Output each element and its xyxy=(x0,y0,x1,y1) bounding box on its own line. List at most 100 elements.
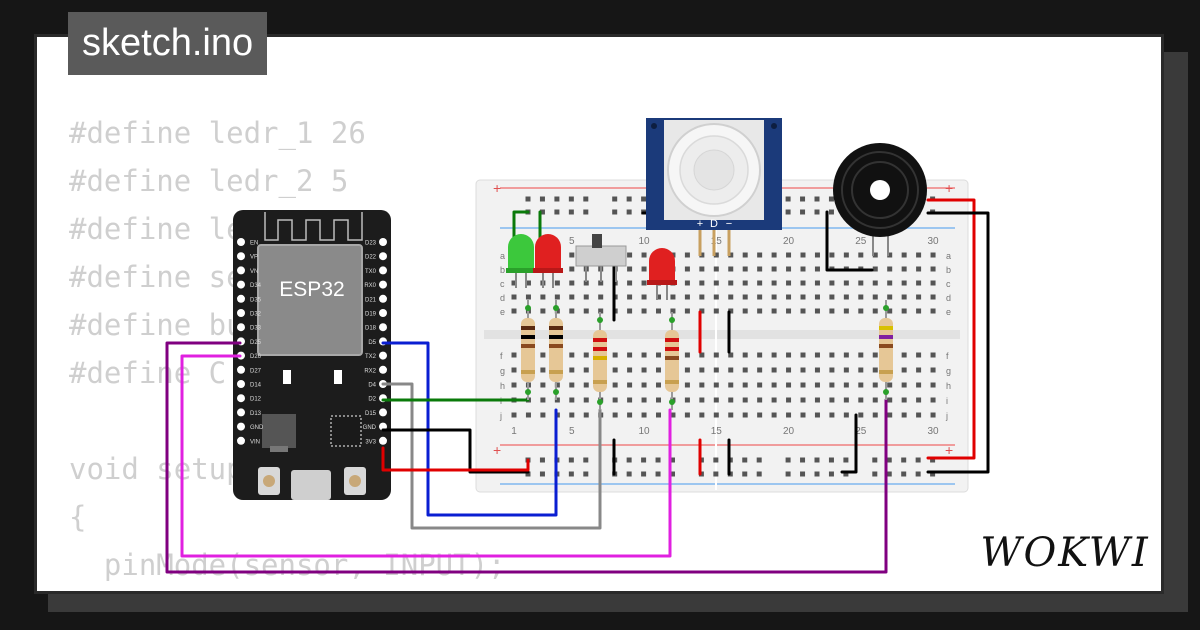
wires[interactable] xyxy=(165,198,990,574)
pir-pin-d: D xyxy=(710,218,718,230)
esp32-pin-label: D27 xyxy=(250,368,262,374)
esp32-pin[interactable] xyxy=(379,436,387,445)
resistor[interactable] xyxy=(549,300,563,400)
esp32-pin-label: D21 xyxy=(365,297,377,303)
column-number: 1 xyxy=(511,426,517,437)
esp32-right-pins[interactable]: D23D22TX0RX0D21D19D18D5TX2RX2D4D2D15GND3… xyxy=(363,238,387,445)
esp32-pin[interactable] xyxy=(379,280,387,289)
wokwi-logo[interactable]: WOKWI xyxy=(980,526,1150,578)
esp32-pin-label: D26 xyxy=(250,354,262,360)
wire-purple[interactable] xyxy=(165,341,888,574)
esp32-pin[interactable] xyxy=(379,408,387,417)
esp32-pin[interactable] xyxy=(379,365,387,374)
code-line: { xyxy=(69,500,87,534)
sketch-filename-tab[interactable]: sketch.ino xyxy=(68,12,268,75)
esp32-pin-label: VN xyxy=(250,269,258,275)
buzzer[interactable] xyxy=(833,143,927,256)
esp32-pin[interactable] xyxy=(237,280,245,289)
column-number: 25 xyxy=(855,426,867,437)
esp32-pin-label: RX2 xyxy=(364,368,376,374)
wire-red-buzzer[interactable] xyxy=(926,198,976,460)
column-number: 5 xyxy=(569,426,575,437)
esp32-pin-label: D4 xyxy=(368,383,376,389)
esp32-pin[interactable] xyxy=(379,309,387,317)
esp32-pin[interactable] xyxy=(379,238,387,246)
esp32-pin[interactable] xyxy=(237,394,245,403)
wire-black-gnd[interactable] xyxy=(381,428,530,474)
esp32-pin-label: D13 xyxy=(250,411,262,417)
wire-blue[interactable] xyxy=(381,341,558,517)
wire-black-buzzer-gnd[interactable] xyxy=(825,210,874,272)
column-number: 15 xyxy=(711,426,723,437)
row-letter: a xyxy=(946,251,951,261)
esp32-pin[interactable] xyxy=(379,323,387,332)
esp32-pin[interactable] xyxy=(237,436,245,445)
led-red-1[interactable] xyxy=(533,234,563,288)
esp32-pin[interactable] xyxy=(379,294,387,303)
wokwi-wordmark: WOKWI xyxy=(980,530,1149,576)
esp32-pin-label: GND xyxy=(250,425,264,431)
wire-green-led[interactable] xyxy=(512,210,530,242)
wire-magenta[interactable] xyxy=(180,354,672,558)
esp32-pin[interactable] xyxy=(237,266,245,275)
row-letter: f xyxy=(500,351,503,361)
esp32-board[interactable]: ESP32 ENVPVND34D35D32D33D25D26D27D14D12D… xyxy=(233,210,391,500)
row-letter: a xyxy=(500,251,505,261)
wire-red-3v3[interactable] xyxy=(381,446,530,472)
resistor[interactable] xyxy=(593,312,607,410)
esp32-pin[interactable] xyxy=(379,252,387,261)
breadboard-column-numbers: 115510101515202025253030 xyxy=(511,236,939,437)
esp32-pin[interactable] xyxy=(237,323,245,332)
column-number: 30 xyxy=(927,426,939,437)
esp32-pin[interactable] xyxy=(379,351,387,360)
wire-black-rail4[interactable] xyxy=(840,413,858,474)
code-line: #define ledr_2 5 xyxy=(69,164,349,198)
column-number: 30 xyxy=(927,236,939,247)
esp32-pin-label: RX0 xyxy=(364,283,376,289)
row-letter: b xyxy=(500,265,505,275)
column-number: 10 xyxy=(638,236,650,247)
row-letter: b xyxy=(946,265,951,275)
column-number: 20 xyxy=(783,426,795,437)
esp32-pin[interactable] xyxy=(237,365,245,374)
pir-sensor[interactable]: + D − xyxy=(646,118,782,256)
row-letter: d xyxy=(500,293,505,303)
wire-black-buzzer[interactable] xyxy=(926,211,990,474)
esp32-pin[interactable] xyxy=(237,252,245,261)
resistor[interactable] xyxy=(879,300,893,400)
esp32-pin-label: D25 xyxy=(250,340,262,346)
esp32-pin[interactable] xyxy=(237,380,245,388)
esp32-pin-label: D23 xyxy=(365,241,377,247)
row-letter: d xyxy=(946,293,951,303)
esp32-pin-label: D33 xyxy=(250,326,262,332)
resistors[interactable] xyxy=(521,300,893,410)
esp32-pin[interactable] xyxy=(237,294,245,303)
row-letter: j xyxy=(499,411,502,421)
resistor[interactable] xyxy=(665,312,679,410)
row-letter: c xyxy=(500,279,505,289)
code-line: #define ledr_1 26 xyxy=(69,116,366,150)
rail-plus-bottom-right: + xyxy=(945,442,953,458)
esp32-pin-label: VIN xyxy=(250,439,260,445)
esp32-pin[interactable] xyxy=(237,309,245,317)
esp32-pin-label: D18 xyxy=(365,326,377,332)
led-green[interactable] xyxy=(506,234,536,288)
esp32-pin-label: TX0 xyxy=(365,269,377,275)
esp32-pin[interactable] xyxy=(237,422,245,431)
column-number: 20 xyxy=(783,236,795,247)
wire-gray[interactable] xyxy=(381,382,602,530)
esp32-pin[interactable] xyxy=(237,408,245,417)
resistor[interactable] xyxy=(521,300,535,400)
slide-switch[interactable] xyxy=(575,234,627,282)
rail-plus-bottom: + xyxy=(493,442,501,458)
pir-pin-minus: − xyxy=(726,218,732,230)
esp32-pin-label: D12 xyxy=(250,397,262,403)
code-line: #define C xyxy=(69,356,227,390)
code-line: pinMode(sensor, INPUT); xyxy=(69,548,506,582)
led-red-2[interactable] xyxy=(647,248,677,300)
esp32-pin[interactable] xyxy=(379,266,387,275)
esp32-pin-label: VP xyxy=(250,255,258,261)
row-letter: c xyxy=(946,279,951,289)
esp32-pin[interactable] xyxy=(237,238,245,246)
